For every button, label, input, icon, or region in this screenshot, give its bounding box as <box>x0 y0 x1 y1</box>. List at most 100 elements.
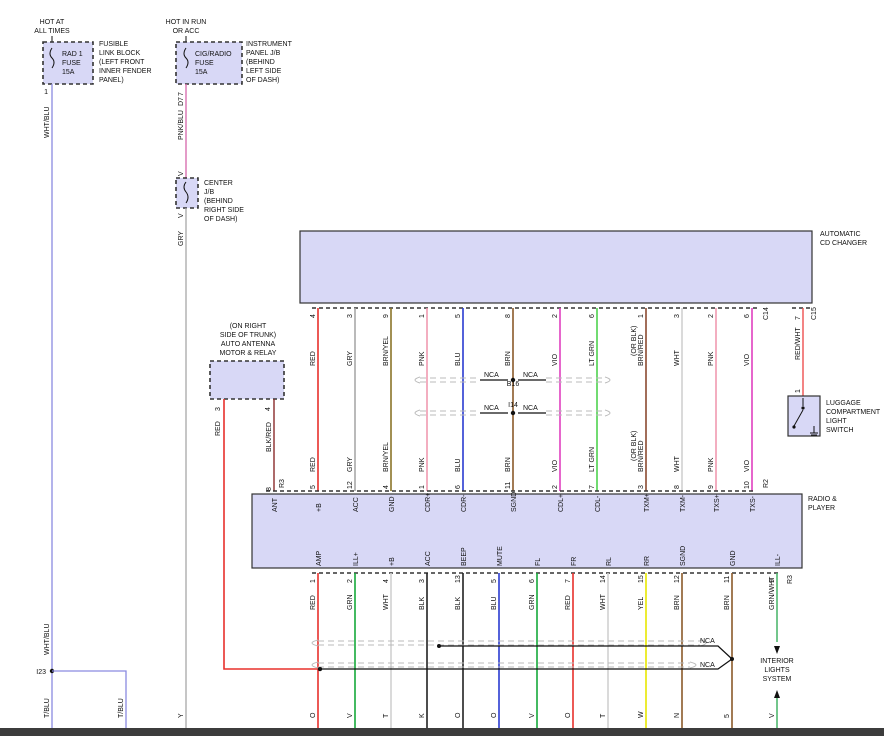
luggage-label-4: SWITCH <box>826 427 854 434</box>
center-jb-label-2: J/B <box>204 189 214 196</box>
wire-end-label: W <box>638 711 645 718</box>
ant-radio-pin: 8 <box>266 487 273 491</box>
cd-changer-label-2: CD CHANGER <box>820 240 867 247</box>
window-bottom-bar <box>0 728 884 736</box>
splice-dot <box>510 410 516 416</box>
wire-color-label: VIO <box>552 459 559 472</box>
wire-color-label: WHT <box>674 455 681 472</box>
rad1-fuse-name-3: 15A <box>62 69 75 76</box>
center-jb-pin-top: V <box>178 171 185 176</box>
cig-location-1: INSTRUMENT <box>246 41 293 48</box>
rad1-location-2: LINK BLOCK <box>99 50 141 57</box>
wire-color-label: BRN <box>505 457 512 472</box>
radio-pin-label: 1 <box>310 579 317 583</box>
radio-terminal-label: AMP <box>316 551 323 567</box>
switch-contact-icon <box>792 398 818 436</box>
wire-color-label: BLU <box>455 458 462 472</box>
cig-fuse-name-1: CIG/RADIO <box>195 51 232 58</box>
interior-lights-ref: INTERIOR LIGHTS SYSTEM <box>760 646 794 698</box>
radio-player-box <box>251 493 803 569</box>
cig-pin: 7 <box>178 92 185 96</box>
cd-pin-label: 1 <box>419 314 426 318</box>
radio-terminal-label: SGND <box>511 492 518 512</box>
radio-pin-label: 10 <box>744 481 751 489</box>
wire-color-label: GRY <box>347 457 354 472</box>
cd-pin-label: 6 <box>744 314 751 318</box>
radio-connector-r3-label: R3 <box>787 575 794 584</box>
radio-terminal-label: ACC <box>425 551 432 566</box>
shield-end <box>604 409 611 417</box>
upper-wire-bundle: 4REDRED53GRYGRY129BRN/YELBRN/YEL41PNKPNK… <box>310 308 753 491</box>
cd-pin-label: 6 <box>589 314 596 318</box>
wire-note-label: (OR BLK) <box>631 326 638 356</box>
wire-color-label: PNK <box>419 457 426 472</box>
wire-color-label: BRN/RED <box>638 440 645 472</box>
radio-terminal-label: TXM- <box>680 494 687 512</box>
radio-pin-label: 7 <box>589 485 596 489</box>
shield-end <box>414 376 421 384</box>
hot-in-run-line2: OR ACC <box>173 28 200 35</box>
radio-pin-label: 15 <box>638 575 645 583</box>
radio-pin-label: 9 <box>769 579 776 583</box>
wire-end-label: N <box>674 713 681 718</box>
radio-terminal-label: TXS+ <box>714 494 721 512</box>
luggage-switch-box <box>787 395 821 437</box>
wire-end-label: 5 <box>724 714 731 718</box>
cd-pin-label: 3 <box>347 314 354 318</box>
radio-pin-label: 5 <box>491 579 498 583</box>
rad1-pin: 1 <box>44 89 48 96</box>
antenna-label-3: AUTO ANTENNA <box>221 341 276 348</box>
wire-label-gry: GRY <box>178 231 185 246</box>
splice-i23-label: I23 <box>36 669 46 676</box>
radio-pin-label: 6 <box>455 485 462 489</box>
antenna-label-2: SIDE OF TRUNK) <box>220 332 276 339</box>
cd-pin-label: 3 <box>674 314 681 318</box>
wire-end-label: K <box>419 713 426 718</box>
wire-end-label: O <box>565 712 572 718</box>
radio-terminal-label: FR <box>571 557 578 566</box>
radio-terminal-label: TXM+ <box>644 493 651 512</box>
rad1-fuse-name-2: FUSE <box>62 60 81 67</box>
wire-color-label: BRN <box>724 595 731 610</box>
nca-label: NCA <box>484 405 499 412</box>
wire-note-label: (OR BLK) <box>631 431 638 461</box>
cd-pin-label: 2 <box>552 314 559 318</box>
wire-color-label: BRN/RED <box>638 334 645 366</box>
radio-pin-label: 12 <box>674 575 681 583</box>
hot-at-all-times-line1: HOT AT <box>40 19 65 26</box>
splice-dot <box>510 377 516 383</box>
radio-terminal-label: GND <box>730 550 737 566</box>
wire-color-label: LT GRN <box>589 447 596 472</box>
center-jb-label-4: RIGHT SIDE <box>204 207 244 214</box>
radio-pin-label: 3 <box>419 579 426 583</box>
wire-color-label: BRN <box>505 351 512 366</box>
cig-fuse-name-3: 15A <box>195 69 208 76</box>
radio-terminal-label: ACC <box>353 497 360 512</box>
wire-end-label: T <box>383 713 390 718</box>
luggage-wire-pin: 7 <box>795 316 802 320</box>
cig-location-3: (BEHIND <box>246 59 275 66</box>
wire-color-label: RED <box>565 595 572 610</box>
radio-terminal-label: CDL- <box>595 495 602 512</box>
wire-label-bottom-c: Y <box>178 713 185 718</box>
wire-label-blk-red: BLK/RED <box>266 422 273 452</box>
interior-lights-2: LIGHTS <box>764 667 790 674</box>
radio-pin-label: 4 <box>383 579 390 583</box>
radio-terminal-label: CDL+ <box>558 494 565 512</box>
radio-pin-label: 2 <box>552 485 559 489</box>
cd-pin-label: 2 <box>708 314 715 318</box>
wire-end-label: O <box>310 712 317 718</box>
lower-nca-label-2: NCA <box>700 662 715 669</box>
wire-color-label: PNK <box>708 457 715 472</box>
radio-pin-label: 13 <box>455 575 462 583</box>
wire-end-label: T <box>600 713 607 718</box>
lower-shield: NCA NCA <box>311 638 734 671</box>
radio-terminal-label: GND <box>389 496 396 512</box>
radio-terminal-label: +B <box>316 503 323 512</box>
radio-terminal-label: TXS- <box>750 495 757 512</box>
luggage-switch-pin: 1 <box>795 389 802 393</box>
wire-end-label: O <box>491 712 498 718</box>
lower-wire-bundle: 1REDO2GRNV4WHTT3BLKK13BLKO5BLUO6GRNV7RED… <box>310 573 778 728</box>
center-jb-label-1: CENTER <box>204 180 233 187</box>
